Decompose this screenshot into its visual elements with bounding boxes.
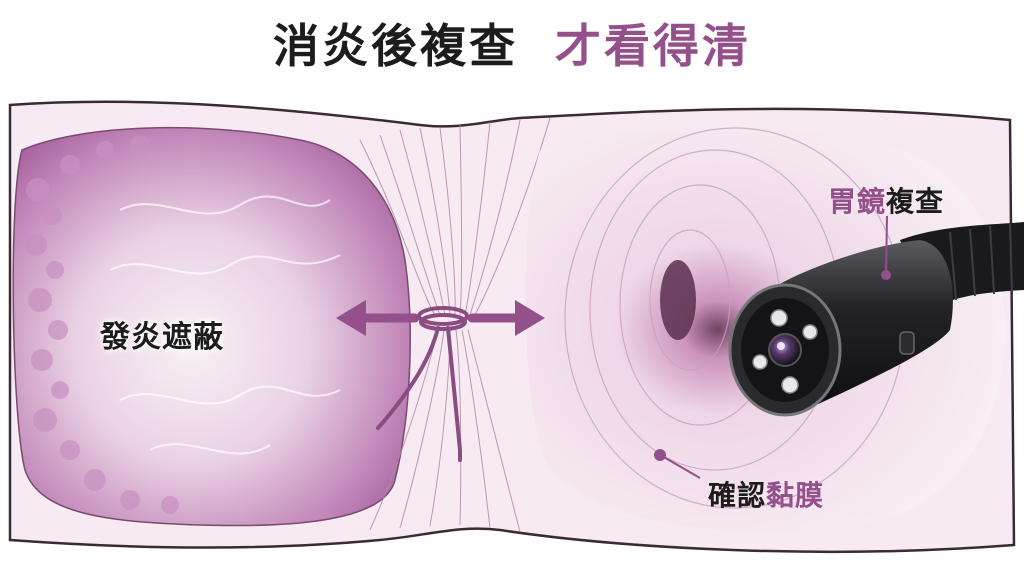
- label-inflammation: 發炎遮蔽: [100, 320, 224, 355]
- label-confirm-mucosa: 確認黏膜: [708, 474, 824, 514]
- inflamed-cavity: [12, 126, 411, 527]
- title-accent: 才看得清: [555, 19, 751, 73]
- title-main: 消炎後複查: [272, 19, 518, 73]
- label-gastroscope-rest: 複查: [886, 185, 945, 218]
- page-title: 消炎後複查 才看得清: [0, 16, 1024, 76]
- leader-lines: [654, 215, 891, 479]
- label-confirm-rest: 確認: [708, 479, 767, 512]
- label-gastroscope-recheck: 胃鏡複查: [828, 180, 944, 220]
- label-confirm-accent: 黏膜: [766, 479, 825, 512]
- label-gastroscope-accent: 胃鏡: [828, 185, 887, 218]
- left-arrow-icon: [336, 300, 420, 336]
- tied-rope-icon: [376, 306, 469, 462]
- right-arrow-icon: [467, 300, 545, 336]
- endoscope-icon: [728, 222, 1024, 417]
